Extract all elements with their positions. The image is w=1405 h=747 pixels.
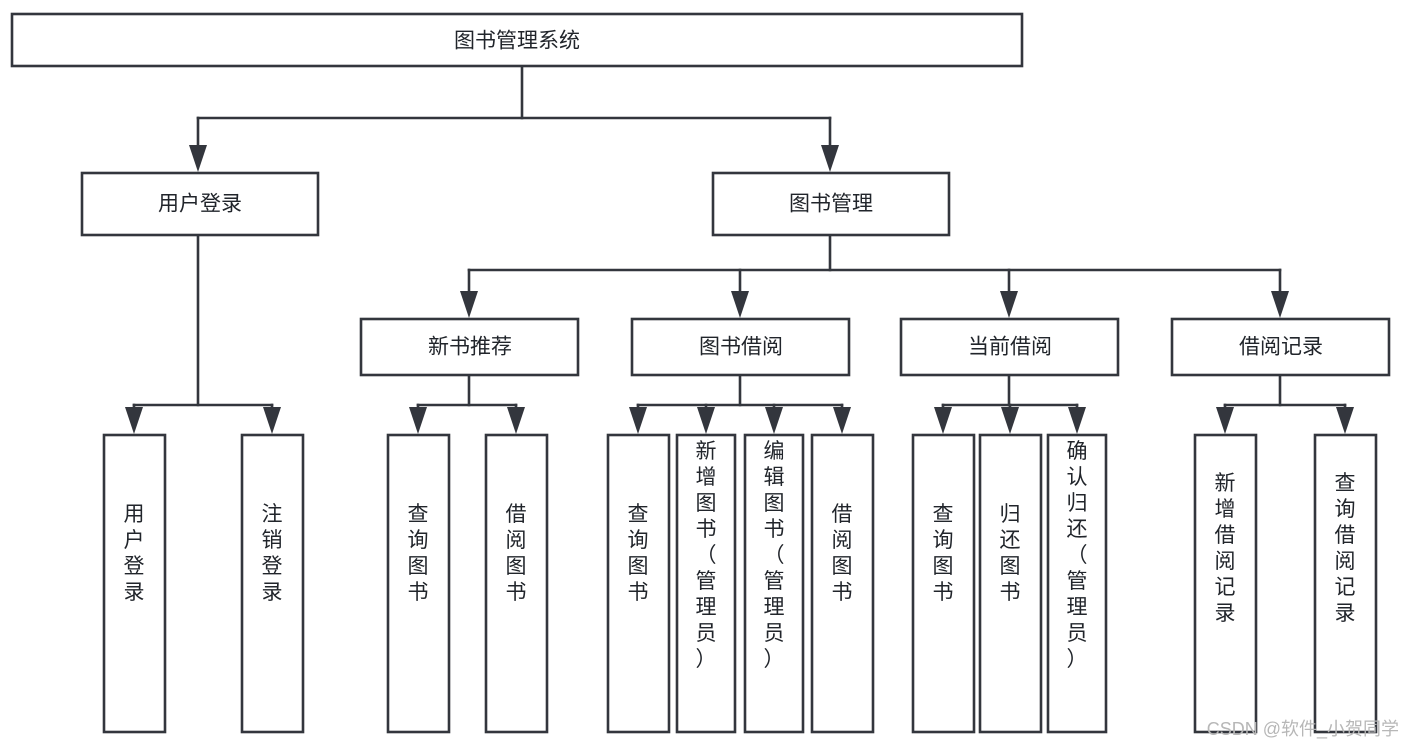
node-book-management-label: 图书管理 [789,193,873,216]
node-book-borrow[interactable]: 图书借阅 [630,317,851,377]
node-leaf-add-book-box[interactable] [675,433,737,734]
arrow-head-book-borrow [731,291,749,318]
node-leaf-borrow-book-1-box[interactable] [484,433,549,734]
node-leaf-add-book-label: 新增图书（管理员） [696,440,717,671]
node-root-system[interactable]: 图书管理系统 [10,12,1024,68]
node-leaf-edit-book-box[interactable] [743,433,805,734]
node-leaf-query-book-1-label: 查询图书 [408,503,429,604]
node-leaf-query-book-2[interactable]: 查询图书 [606,433,671,734]
node-borrow-record[interactable]: 借阅记录 [1170,317,1391,377]
arrow-head-leaf-add-record [1216,407,1234,434]
node-leaf-borrow-book-1[interactable]: 借阅图书 [484,433,549,734]
node-new-book-recommend[interactable]: 新书推荐 [359,317,580,377]
node-leaf-query-book-2-box[interactable] [606,433,671,734]
node-leaf-borrow-book-2-label: 借阅图书 [832,503,853,604]
node-book-borrow-label: 图书借阅 [699,336,783,359]
node-user-login-label: 用户登录 [158,193,242,216]
node-leaf-return-book[interactable]: 归还图书 [978,433,1043,734]
arrow-head-leaf-user-logout [263,407,281,434]
node-leaf-borrow-book-1-label: 借阅图书 [506,503,527,604]
arrow-head-leaf-query-book-2 [629,407,647,434]
node-borrow-record-label: 借阅记录 [1239,336,1323,359]
node-leaf-add-record[interactable]: 新增借阅记录 [1193,433,1258,734]
arrow-head-new-book-recommend [460,291,478,318]
node-current-borrow[interactable]: 当前借阅 [899,317,1120,377]
arrow-head-leaf-add-book [697,407,715,434]
node-current-borrow-box[interactable] [899,317,1120,377]
node-leaf-borrow-book-2-box[interactable] [810,433,875,734]
node-leaf-user-logout[interactable]: 注销登录 [240,433,305,734]
node-leaf-edit-book[interactable]: 编辑图书（管理员） [743,433,805,734]
arrow-head-leaf-confirm-return [1068,407,1086,434]
node-leaf-query-book-3-label: 查询图书 [933,503,954,604]
arrow-head-current-borrow [1000,291,1018,318]
node-user-login-box[interactable] [80,171,320,237]
node-leaf-query-book-2-label: 查询图书 [628,503,649,604]
node-book-management[interactable]: 图书管理 [711,171,951,237]
node-leaf-query-record[interactable]: 查询借阅记录 [1313,433,1378,734]
arrow-head-leaf-query-book-1 [409,407,427,434]
node-leaf-query-book-3[interactable]: 查询图书 [911,433,976,734]
node-book-management-box[interactable] [711,171,951,237]
node-leaf-user-login-box[interactable] [102,433,167,734]
node-leaf-query-record-label: 查询借阅记录 [1335,472,1356,625]
node-leaf-confirm-return-box[interactable] [1046,433,1108,734]
node-leaf-return-book-box[interactable] [978,433,1043,734]
arrow-head-borrow-record [1271,291,1289,318]
node-leaf-query-book-1[interactable]: 查询图书 [386,433,451,734]
arrow-head-leaf-edit-book [765,407,783,434]
arrow-head-leaf-user-login [125,407,143,434]
node-leaf-add-record-label: 新增借阅记录 [1215,472,1236,625]
node-leaf-user-login[interactable]: 用户登录 [102,433,167,734]
node-root-system-box[interactable] [10,12,1024,68]
node-leaf-user-login-label: 用户登录 [124,503,145,604]
node-leaf-borrow-book-2[interactable]: 借阅图书 [810,433,875,734]
node-leaf-user-logout-box[interactable] [240,433,305,734]
node-new-book-recommend-label: 新书推荐 [428,336,512,359]
node-current-borrow-label: 当前借阅 [968,336,1052,359]
node-leaf-query-record-box[interactable] [1313,433,1378,734]
node-leaf-add-book[interactable]: 新增图书（管理员） [675,433,737,734]
arrow-head-leaf-borrow-book-1 [507,407,525,434]
node-root-system-label: 图书管理系统 [454,30,580,53]
node-user-login[interactable]: 用户登录 [80,171,320,237]
node-leaf-edit-book-label: 编辑图书（管理员） [764,440,785,671]
arrow-head-leaf-borrow-book-2 [833,407,851,434]
node-borrow-record-box[interactable] [1170,317,1391,377]
connector-layer [125,64,1354,434]
node-leaf-add-record-box[interactable] [1193,433,1258,734]
node-leaf-query-book-1-box[interactable] [386,433,451,734]
node-leaf-confirm-return-label: 确认归还（管理员） [1067,440,1088,671]
node-book-borrow-box[interactable] [630,317,851,377]
arrow-head-book-management [821,145,839,172]
arrow-head-user-login [189,145,207,172]
node-leaf-confirm-return[interactable]: 确认归还（管理员） [1046,433,1108,734]
arrow-head-leaf-query-record [1336,407,1354,434]
arrow-head-leaf-return-book [1001,407,1019,434]
csdn-watermark: CSDN @软件_小贺同学 [1207,719,1399,740]
arrow-head-leaf-query-book-3 [934,407,952,434]
node-leaf-return-book-label: 归还图书 [1000,503,1021,604]
node-new-book-recommend-box[interactable] [359,317,580,377]
node-leaf-query-book-3-box[interactable] [911,433,976,734]
node-leaf-user-logout-label: 注销登录 [262,503,283,604]
